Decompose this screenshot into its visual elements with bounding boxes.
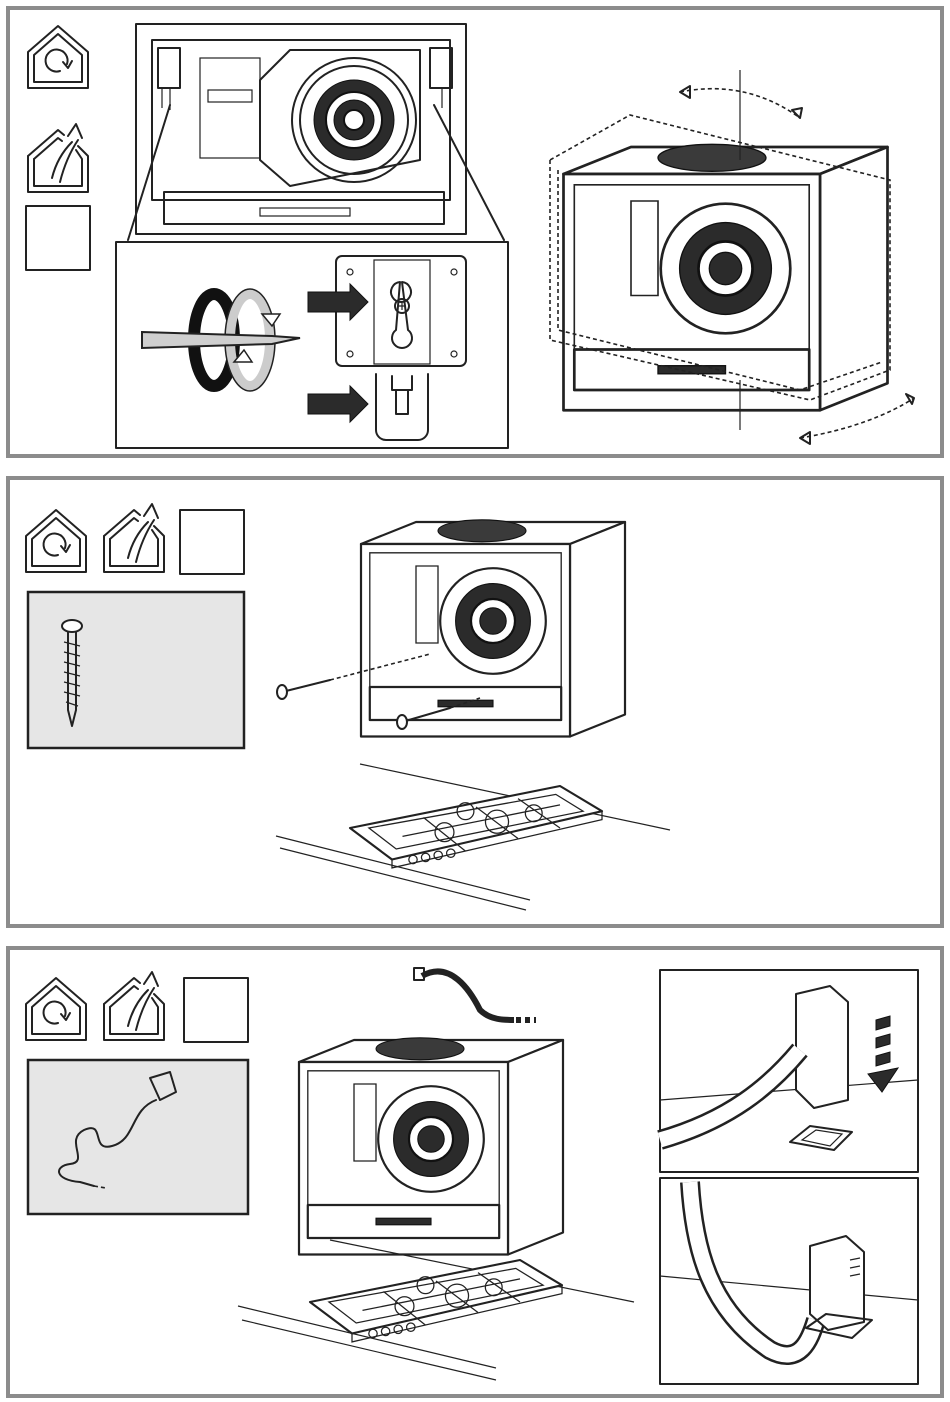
blank-mode-box	[26, 206, 90, 270]
exhaust-house-icon	[28, 124, 88, 192]
replace-house-icon	[26, 510, 86, 572]
hood-rotation-perspective	[550, 70, 914, 444]
gas-hob	[276, 764, 670, 910]
step-2-panel	[6, 476, 944, 928]
hood-front-view	[128, 24, 504, 240]
exhaust-house-icon	[104, 972, 164, 1040]
gas-hob	[238, 1240, 634, 1380]
replace-house-icon	[28, 26, 88, 88]
cable	[414, 968, 536, 1020]
blank-mode-box	[184, 978, 248, 1042]
power-cable-part-box	[28, 1060, 248, 1214]
screwdriver-rotate-icon	[142, 289, 300, 391]
hood-perspective	[299, 1038, 563, 1255]
step-1-panel	[6, 6, 944, 458]
screw-part-box	[28, 592, 244, 748]
exhaust-house-icon	[104, 504, 164, 572]
blank-mode-box	[180, 510, 244, 574]
plug-connected-detail	[660, 1178, 918, 1384]
plug-insert-detail	[660, 970, 918, 1172]
hood-perspective	[361, 520, 625, 737]
replace-house-icon	[26, 978, 86, 1040]
step-3-panel	[6, 946, 944, 1398]
